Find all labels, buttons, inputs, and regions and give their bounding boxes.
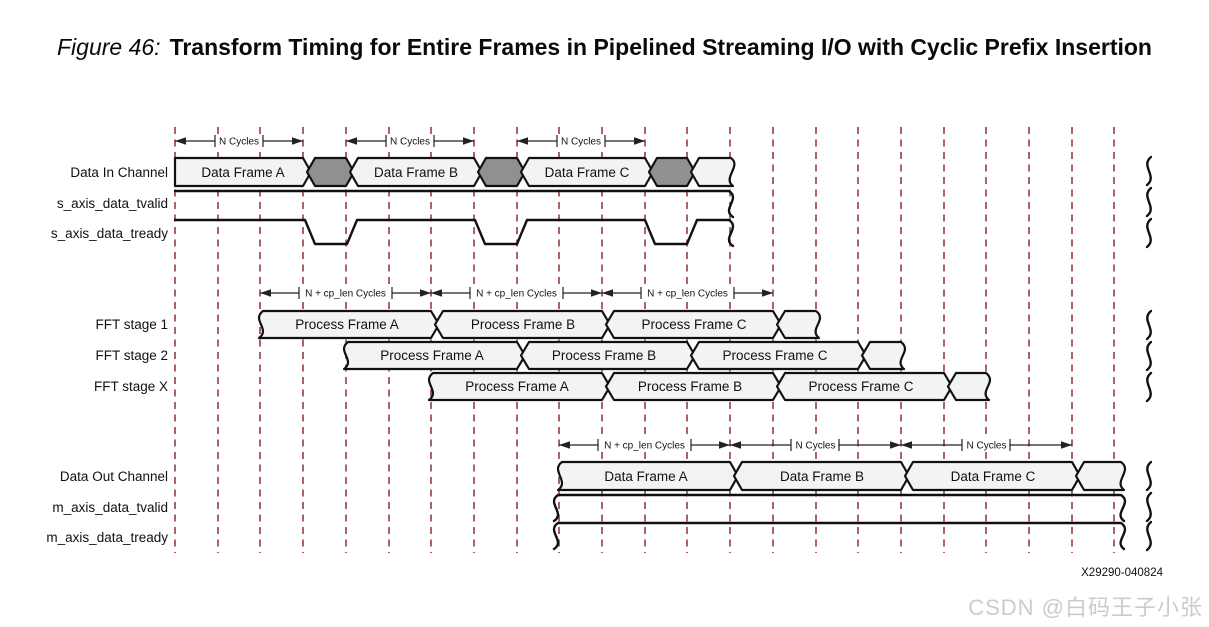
bus-segment-continuation (689, 156, 736, 188)
frame-label: Data Frame C (951, 469, 1036, 484)
frame-label: Data Frame B (374, 165, 458, 180)
bus-segment-process-frame-a (342, 340, 527, 371)
span-arrow-n-cycles-frame-c-in: N Cycles (517, 134, 645, 148)
frame-label: Process Frame C (808, 379, 913, 394)
arrow-label-n-cycles: N Cycles (219, 137, 259, 148)
row-label-s-axis-data-tready: s_axis_data_tready (51, 226, 168, 241)
bus-segment-data-frame-a (556, 460, 740, 492)
frame-label: Process Frame B (552, 348, 656, 363)
waveform-s-axis-data-tvalid (173, 189, 735, 219)
span-arrow-n-cycles-out-c: N Cycles (901, 438, 1072, 452)
watermark: CSDN @白码王子小张 (968, 595, 1203, 620)
bus-gap-segment (647, 156, 697, 188)
frame-label: Data Frame A (201, 165, 284, 180)
span-arrow-n-cycles-frame-b-in: N Cycles (346, 134, 474, 148)
frame-label: Process Frame A (465, 379, 569, 394)
clock-grid-dashed-lines (174, 127, 1115, 553)
span-arrow-n-cp-len-cycles-out-a: N + cp_len Cycles (559, 438, 730, 452)
signal-row-data-in: Data Frame A Data Frame B Data Frame C (173, 156, 736, 188)
figure-title: Figure 46: Transform Timing for Entire Fr… (20, 30, 1190, 65)
span-arrow-n-cp-len-cycles-frame-b: N + cp_len Cycles (431, 286, 602, 300)
frame-label: Data Frame A (604, 469, 687, 484)
span-arrow-n-cycles-frame-a-in: N Cycles (175, 134, 303, 148)
frame-label: Process Frame B (471, 317, 575, 332)
arrow-label-n-cp-len-cycles: N + cp_len Cycles (305, 289, 386, 300)
frame-label: Process Frame B (638, 379, 742, 394)
bus-gap-segment (476, 156, 527, 188)
arrow-label-n-cycles: N Cycles (966, 441, 1006, 452)
span-arrow-n-cp-len-cycles-frame-a: N + cp_len Cycles (260, 286, 431, 300)
bus-segment-continuation (860, 340, 907, 371)
bus-segment-continuation (946, 371, 992, 402)
signal-row-fft-stage-1: Process Frame A Process Frame B Process … (257, 309, 822, 340)
waveform-m-axis-data-tready (552, 521, 1127, 551)
figure-title-text: Transform Timing for Entire Frames in Pi… (169, 34, 1152, 60)
frame-label: Process Frame A (380, 348, 484, 363)
signal-row-fft-stage-2: Process Frame A Process Frame B Process … (342, 340, 907, 371)
row-label-m-axis-data-tready: m_axis_data_tready (46, 530, 168, 545)
arrow-label-n-cycles: N Cycles (561, 137, 601, 148)
bus-segment-process-frame-a (427, 371, 612, 402)
row-label-data-out: Data Out Channel (60, 469, 168, 484)
arrow-label-n-cp-len-cycles: N + cp_len Cycles (604, 441, 685, 452)
frame-label: Data Frame C (545, 165, 630, 180)
bus-segment-continuation (775, 309, 822, 340)
row-labels: Data In Channel s_axis_data_tvalid s_axi… (46, 165, 168, 545)
arrow-label-n-cp-len-cycles: N + cp_len Cycles (476, 289, 557, 300)
span-arrow-n-cp-len-cycles-frame-c: N + cp_len Cycles (602, 286, 773, 300)
row-label-m-axis-data-tvalid: m_axis_data_tvalid (52, 500, 168, 515)
figure-number: Figure 46: (57, 34, 161, 60)
row-label-data-in: Data In Channel (70, 165, 168, 180)
signal-row-data-out: Data Frame A Data Frame B Data Frame C (556, 460, 1127, 492)
bus-segment-process-frame-a (257, 309, 441, 340)
arrow-label-n-cp-len-cycles: N + cp_len Cycles (647, 289, 728, 300)
waveform-m-axis-data-tvalid (552, 493, 1127, 523)
frame-label: Process Frame C (641, 317, 746, 332)
row-label-fft-stage-x: FFT stage X (94, 379, 168, 394)
arrow-label-n-cycles: N Cycles (795, 441, 835, 452)
signal-row-fft-stage-x: Process Frame A Process Frame B Process … (427, 371, 992, 402)
row-label-fft-stage-1: FFT stage 1 (95, 317, 168, 332)
bus-segment-data-frame-a (173, 156, 313, 188)
bus-gap-segment (305, 156, 356, 188)
row-label-fft-stage-2: FFT stage 2 (95, 348, 168, 363)
arrow-label-n-cycles: N Cycles (390, 137, 430, 148)
row-label-s-axis-data-tvalid: s_axis_data_tvalid (57, 196, 168, 211)
frame-label: Process Frame C (722, 348, 827, 363)
bus-segment-continuation (1074, 460, 1127, 492)
waveform-s-axis-data-tready (173, 218, 735, 248)
frame-label: Process Frame A (295, 317, 399, 332)
document-id: X29290-040824 (1081, 567, 1163, 579)
span-arrow-n-cycles-out-b: N Cycles (730, 438, 901, 452)
frame-label: Data Frame B (780, 469, 864, 484)
continuation-break-marks (1145, 155, 1153, 552)
